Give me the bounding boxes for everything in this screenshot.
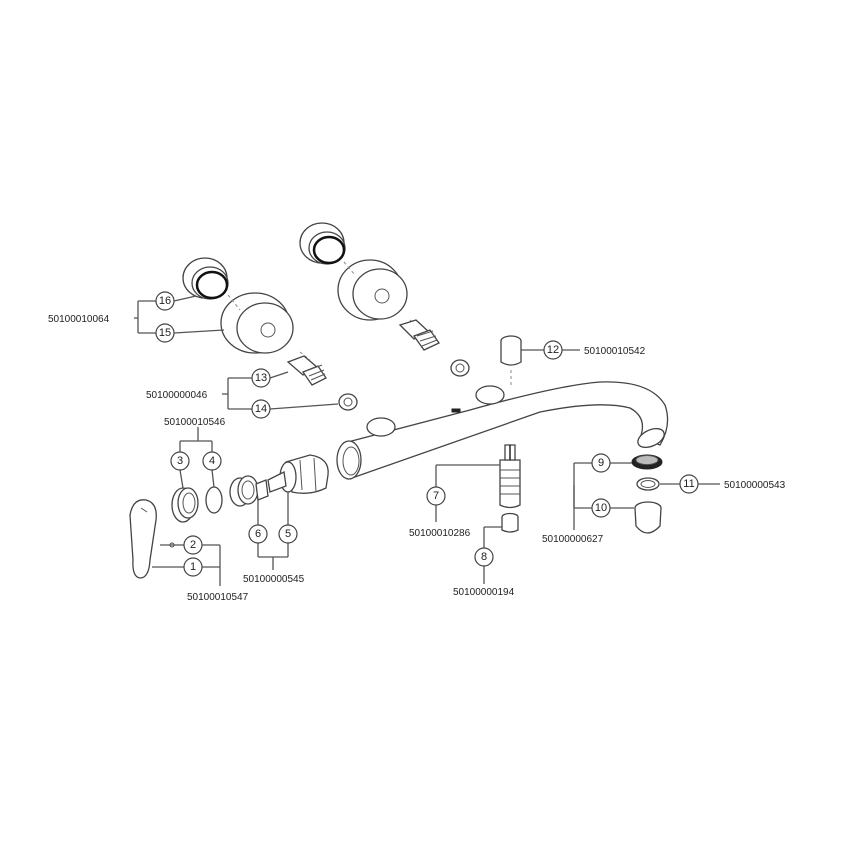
part-9-aerator [631,454,663,470]
callout-2: 2 [183,535,203,555]
callout-5: 5 [278,524,298,544]
part-code-11: 50100000543 [724,480,786,491]
part-code-13-14: 50100000046 [146,390,208,401]
part-10-housing [634,501,662,534]
part-16-ring [182,257,229,300]
part-15b-cover [337,259,408,321]
part-3-ring [171,487,199,523]
callout-number: 9 [598,457,604,469]
part-13b-connector [398,319,440,351]
callout-number: 12 [547,344,559,356]
callout-6: 6 [248,524,268,544]
part-code-3-4: 50100010546 [164,417,226,428]
part-5-cartridge [267,454,329,494]
part-code-5-6: 50100000545 [243,574,305,585]
part-14b-washer [450,359,470,377]
part-1-handle [129,499,157,579]
part-code-15-16: 50100010064 [48,314,110,325]
part-16b-ring [299,222,346,265]
part-code-7: 50100010286 [409,528,471,539]
callout-12: 12 [543,340,563,360]
part-code-12: 50100010542 [584,346,646,357]
part-8-insert [501,512,519,533]
callout-15: 15 [155,323,175,343]
spout-body [336,381,669,480]
callout-10: 10 [591,498,611,518]
part-6-nut [229,475,269,507]
callout-4: 4 [202,451,222,471]
callout-number: 1 [190,561,196,573]
part-12-cap [500,335,522,385]
callout-14: 14 [251,399,271,419]
callout-number: 2 [190,539,196,551]
part-code-9-10: 50100000627 [542,534,604,545]
callout-number: 13 [255,372,267,384]
callout-1: 1 [183,557,203,577]
callout-7: 7 [426,486,446,506]
callout-number: 6 [255,528,261,540]
callout-number: 8 [481,551,487,563]
callout-8: 8 [474,547,494,567]
part-14-washer [338,393,358,411]
callout-11: 11 [679,474,699,494]
callout-3: 3 [170,451,190,471]
part-7-valve [499,444,521,509]
callout-13: 13 [251,368,271,388]
part-11-washer [636,477,660,491]
callout-number: 10 [595,502,607,514]
callout-number: 14 [255,403,267,415]
part-code-1-2: 50100010547 [187,592,249,603]
part-15-cover [220,292,294,354]
callout-number: 15 [159,327,171,339]
part-13-connector [286,355,327,386]
callout-9: 9 [591,453,611,473]
part-4-oring [205,486,223,514]
callout-number: 4 [209,455,215,467]
callout-number: 11 [683,478,694,490]
callout-number: 7 [433,490,439,502]
callout-16: 16 [155,291,175,311]
part-code-8: 50100000194 [453,587,515,598]
callout-number: 5 [285,528,291,540]
callout-number: 3 [177,455,183,467]
callout-number: 16 [159,295,171,307]
